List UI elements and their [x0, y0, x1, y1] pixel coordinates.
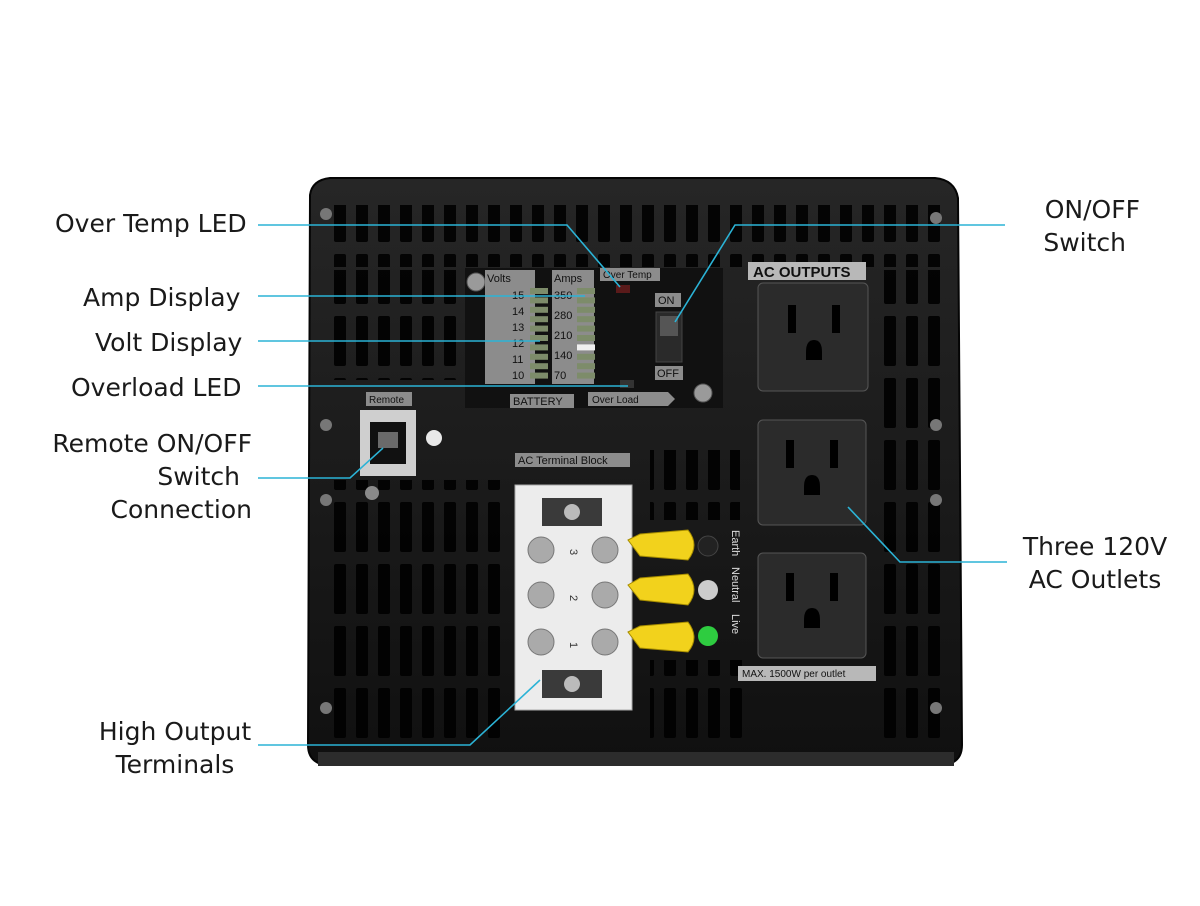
remote-label: Remote	[369, 395, 404, 406]
volt-led	[530, 363, 548, 370]
leader-on-off	[674, 224, 1005, 323]
amp-led	[577, 335, 595, 341]
volt-led	[530, 335, 548, 341]
neutral-label: Neutral	[729, 567, 741, 602]
leader-outlets	[847, 506, 1007, 563]
ac-outputs-label: AC OUTPUTS	[753, 264, 851, 281]
volt-tick: 12	[512, 338, 524, 350]
leader-over-temp	[258, 224, 621, 288]
callout-high-output-line1: High Output	[98, 717, 252, 746]
terminal-number-2: 2	[567, 595, 579, 601]
ac-outlet-1[interactable]	[757, 282, 869, 392]
live-label: Live	[729, 614, 741, 634]
power-switch[interactable]: ON OFF	[655, 293, 683, 380]
amp-led	[577, 353, 595, 360]
leader-remote	[258, 447, 384, 479]
callout-high-output-line2: Terminals	[115, 750, 235, 779]
remote-jack[interactable]: Remote	[360, 392, 416, 476]
volt-tick: 11	[512, 354, 523, 366]
switch-on-label: ON	[658, 295, 675, 307]
amp-led	[577, 306, 595, 313]
callout-three-outlets-line1: Three 120V	[1022, 532, 1168, 561]
callout-overload-led: Overload LED	[71, 373, 242, 402]
callout-three-outlets-line2: AC Outlets	[1028, 565, 1162, 594]
callout-on-off: ON/OFF Switch	[1000, 193, 1140, 259]
callout-on-off-line2: Switch	[1043, 228, 1126, 257]
volt-tick: 10	[512, 370, 524, 382]
amp-led-bars	[577, 288, 595, 379]
amp-tick: 70	[554, 370, 566, 382]
volt-tick: 13	[512, 322, 524, 334]
ac-outlet-3[interactable]	[757, 552, 867, 659]
callout-three-outlets: Three 120V AC Outlets	[1010, 530, 1180, 596]
callout-remote: Remote ON/OFF Switch Connection	[20, 427, 252, 526]
leader-lines	[258, 224, 1007, 746]
callout-amp-display: Amp Display	[83, 283, 241, 312]
amp-led	[577, 288, 595, 294]
volt-led	[530, 372, 548, 379]
amp-tick: 280	[554, 310, 572, 322]
callout-high-output: High Output Terminals	[95, 715, 255, 781]
switch-off-label: OFF	[657, 368, 679, 380]
terminal-number-1: 1	[567, 642, 579, 648]
volt-tick: 14	[512, 306, 524, 318]
amp-led	[577, 325, 595, 332]
volt-led	[530, 353, 548, 360]
amps-label: Amps	[554, 273, 583, 285]
over-load-label: Over Load	[592, 395, 639, 406]
ac-outputs: AC OUTPUTS MAX. 1500W per outlet	[738, 262, 876, 681]
max-output-label: MAX. 1500W per outlet	[742, 669, 846, 680]
volt-led	[530, 288, 548, 294]
callout-over-temp-led: Over Temp LED	[55, 209, 247, 238]
amp-led	[577, 344, 595, 351]
volt-led	[530, 297, 548, 304]
callout-remote-line3: Connection	[110, 495, 252, 524]
callout-volt-display: Volt Display	[95, 328, 243, 357]
battery-label: BATTERY	[513, 396, 563, 408]
terminal-block-label: AC Terminal Block	[518, 455, 608, 467]
ac-outlet-2[interactable]	[757, 419, 867, 526]
over-temp-led	[616, 285, 630, 293]
volts-label: Volts	[487, 273, 511, 285]
volt-led	[530, 344, 548, 351]
volt-led-bars	[530, 288, 548, 379]
over-load-led	[620, 380, 634, 388]
callout-remote-line1: Remote ON/OFF	[52, 429, 252, 458]
amp-tick: 210	[554, 330, 572, 342]
callout-on-off-line1: ON/OFF	[1044, 195, 1140, 224]
amp-led	[577, 297, 595, 304]
terminal-number-3: 3	[567, 549, 579, 555]
amp-led	[577, 372, 595, 379]
callout-remote-line2: Switch	[157, 462, 240, 491]
amp-tick: 140	[554, 350, 572, 362]
volt-led	[530, 306, 548, 313]
volt-led	[530, 316, 548, 323]
amp-led	[577, 363, 595, 370]
earth-label: Earth	[729, 530, 741, 556]
ac-terminal-block[interactable]: AC Terminal Block 3 2 1 Earth Neutral Li…	[514, 453, 741, 711]
leader-high-output	[258, 679, 541, 746]
amp-led	[577, 316, 595, 323]
volt-led	[530, 325, 548, 332]
over-temp-label: Over Temp	[603, 270, 652, 281]
